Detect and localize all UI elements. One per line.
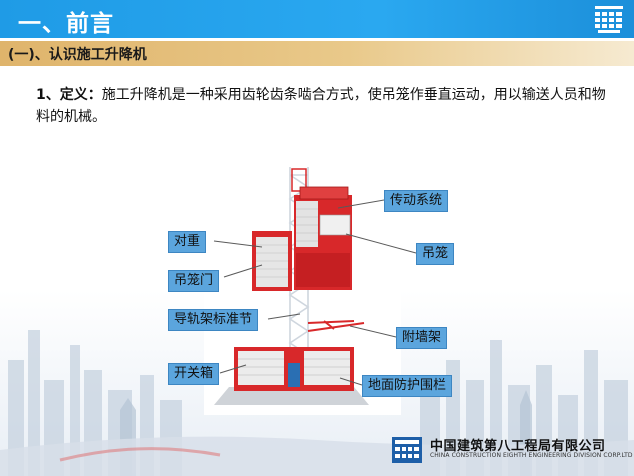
company-name-english: CHINA CONSTRUCTION EIGHTH ENGINEERING DI… [430, 452, 633, 459]
definition-paragraph: 1、定义：施工升降机是一种采用齿轮齿条啮合方式，使吊笼作垂直运动，用以输送人员和… [36, 84, 611, 128]
callout-ground-fence: 地面防护围栏 [362, 375, 453, 397]
company-name-chinese: 中国建筑第八工程局有限公司 [430, 439, 606, 454]
definition-prefix: 1、定义： [36, 87, 102, 103]
callout-cage: 吊笼 [416, 243, 455, 265]
definition-text: 施工升降机是一种采用齿轮齿条啮合方式，使吊笼作垂直运动，用以输送人员和物料的机械… [36, 87, 606, 125]
cscec-grid-logo-icon [595, 6, 623, 33]
page-title: 一、前言 [18, 11, 114, 37]
callout-switch-box: 开关箱 [168, 363, 220, 385]
callout-cage-door: 吊笼门 [168, 270, 220, 292]
section-heading: (一)、认识施工升降机 [8, 47, 147, 63]
section-bar: (一)、认识施工升降机 [0, 41, 634, 66]
title-bar: 一、前言 [0, 0, 634, 38]
cscec-company-logo-icon [392, 437, 422, 463]
callout-counterweight: 对重 [168, 231, 207, 253]
callout-wall-tie: 附墙架 [396, 327, 448, 349]
callout-transmission-system: 传动系统 [384, 190, 449, 212]
callout-mast-section: 导轨架标准节 [168, 309, 259, 331]
